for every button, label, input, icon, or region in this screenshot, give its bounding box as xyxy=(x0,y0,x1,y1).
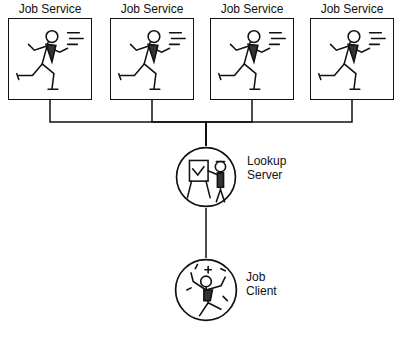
service-label: Job Service xyxy=(8,2,92,16)
connector-line xyxy=(50,100,206,146)
runner-picture xyxy=(311,19,393,99)
job-service-box: Job Service xyxy=(310,2,394,100)
circle-picture xyxy=(175,146,237,208)
service-frame xyxy=(110,18,194,100)
service-frame xyxy=(8,18,92,100)
connector-line xyxy=(206,100,352,146)
server-circle: Lookup Server xyxy=(175,146,237,208)
runner-picture xyxy=(211,19,293,99)
connector-line xyxy=(152,100,206,146)
circle-picture xyxy=(174,258,238,322)
connector-line xyxy=(206,100,252,146)
service-label: Job Service xyxy=(110,2,194,16)
job-service-box: Job Service xyxy=(210,2,294,100)
service-label: Job Service xyxy=(210,2,294,16)
circle-label: Lookup Server xyxy=(247,154,307,182)
runner-picture xyxy=(111,19,193,99)
job-service-box: Job Service xyxy=(8,2,92,100)
service-frame xyxy=(310,18,394,100)
runner-picture xyxy=(9,19,91,99)
job-service-box: Job Service xyxy=(110,2,194,100)
service-label: Job Service xyxy=(310,2,394,16)
circle-label: Job Client xyxy=(246,270,286,298)
connector-line xyxy=(205,208,207,258)
service-frame xyxy=(210,18,294,100)
server-circle: Job Client xyxy=(174,258,238,322)
